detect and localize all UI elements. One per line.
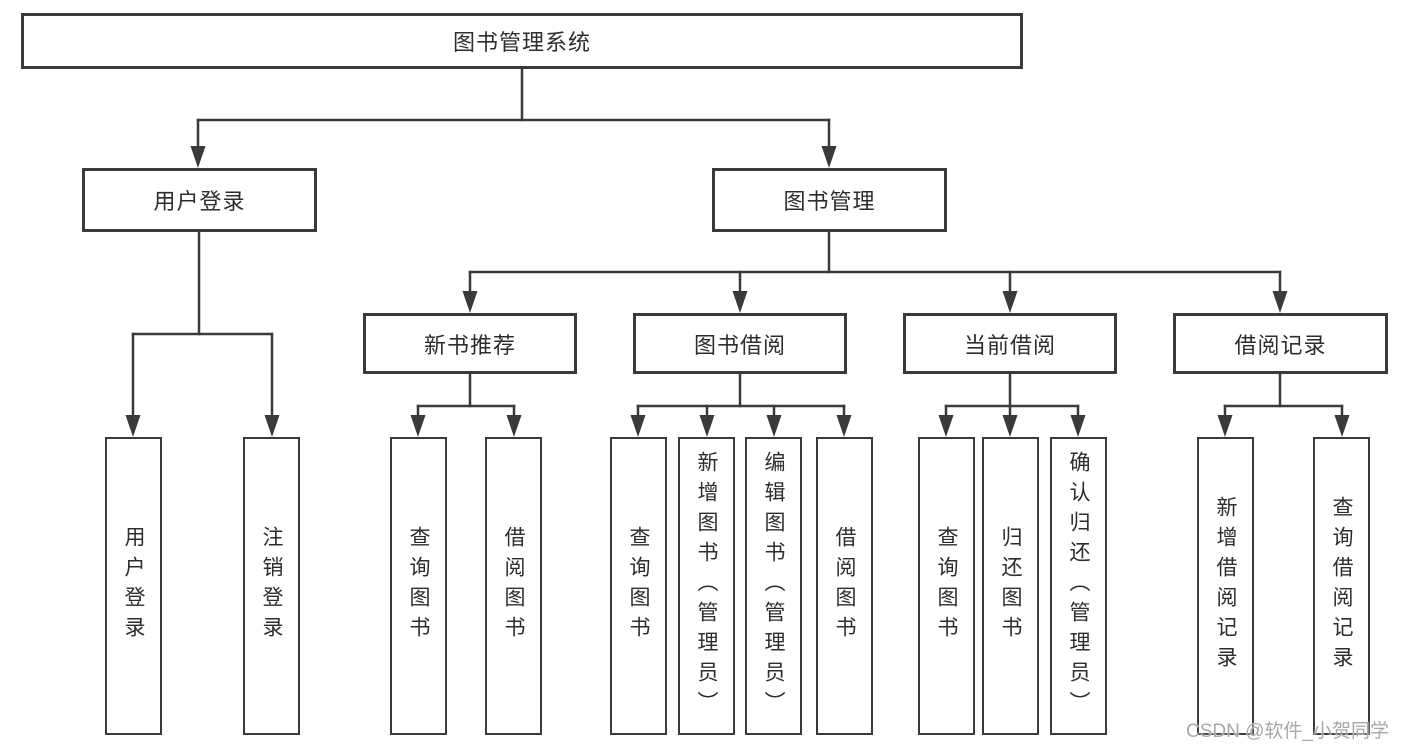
leaf-user-login: 用户登录	[105, 437, 162, 735]
node-borrowing-records: 借阅记录	[1173, 313, 1388, 374]
leaf-label: 查询图书	[627, 526, 650, 646]
leaf-label: 借阅图书	[833, 526, 856, 646]
leaf-query-books-current: 查询图书	[918, 437, 975, 735]
leaf-label: 新增图书（管理员）	[695, 451, 718, 721]
node-label: 当前借阅	[963, 332, 1056, 358]
node-system-root: 图书管理系统	[21, 13, 1023, 69]
node-label: 用户登录	[153, 189, 246, 214]
node-current-borrowing: 当前借阅	[903, 313, 1117, 374]
leaf-logout: 注销登录	[243, 437, 300, 735]
leaf-confirm-return-admin: 确认归还（管理员）	[1050, 437, 1107, 735]
leaf-label: 查询借阅记录	[1330, 496, 1353, 676]
node-label: 图书借阅	[693, 332, 786, 358]
leaf-add-borrow-record: 新增借阅记录	[1197, 437, 1254, 735]
leaf-query-books-recommend: 查询图书	[390, 437, 447, 735]
leaf-label: 用户登录	[122, 526, 145, 646]
node-book-borrowing: 图书借阅	[633, 313, 847, 374]
node-label: 新书推荐	[423, 332, 516, 358]
leaf-label: 查询图书	[935, 526, 958, 646]
leaf-label: 归还图书	[999, 526, 1022, 646]
node-label: 图书管理系统	[452, 30, 591, 55]
node-book-management: 图书管理	[712, 168, 947, 232]
leaf-query-borrow-record: 查询借阅记录	[1313, 437, 1370, 735]
leaf-label: 编辑图书（管理员）	[762, 451, 785, 721]
leaf-borrow-books-recommend: 借阅图书	[485, 437, 542, 735]
leaf-add-book-admin: 新增图书（管理员）	[678, 437, 735, 735]
leaf-query-books-borrowing: 查询图书	[610, 437, 667, 735]
node-new-book-recommend: 新书推荐	[363, 313, 577, 374]
leaf-label: 确认归还（管理员）	[1067, 451, 1090, 721]
leaf-borrow-books: 借阅图书	[816, 437, 873, 735]
node-user-login: 用户登录	[82, 168, 317, 232]
leaf-label: 查询图书	[407, 526, 430, 646]
leaf-edit-book-admin: 编辑图书（管理员）	[745, 437, 802, 735]
csdn-watermark: CSDN @软件_小贺同学	[1186, 721, 1389, 742]
leaf-label: 借阅图书	[502, 526, 525, 646]
node-label: 图书管理	[783, 189, 876, 214]
leaf-label: 注销登录	[260, 526, 283, 646]
leaf-return-books: 归还图书	[982, 437, 1039, 735]
node-label: 借阅记录	[1234, 332, 1327, 358]
leaf-label: 新增借阅记录	[1214, 496, 1237, 676]
